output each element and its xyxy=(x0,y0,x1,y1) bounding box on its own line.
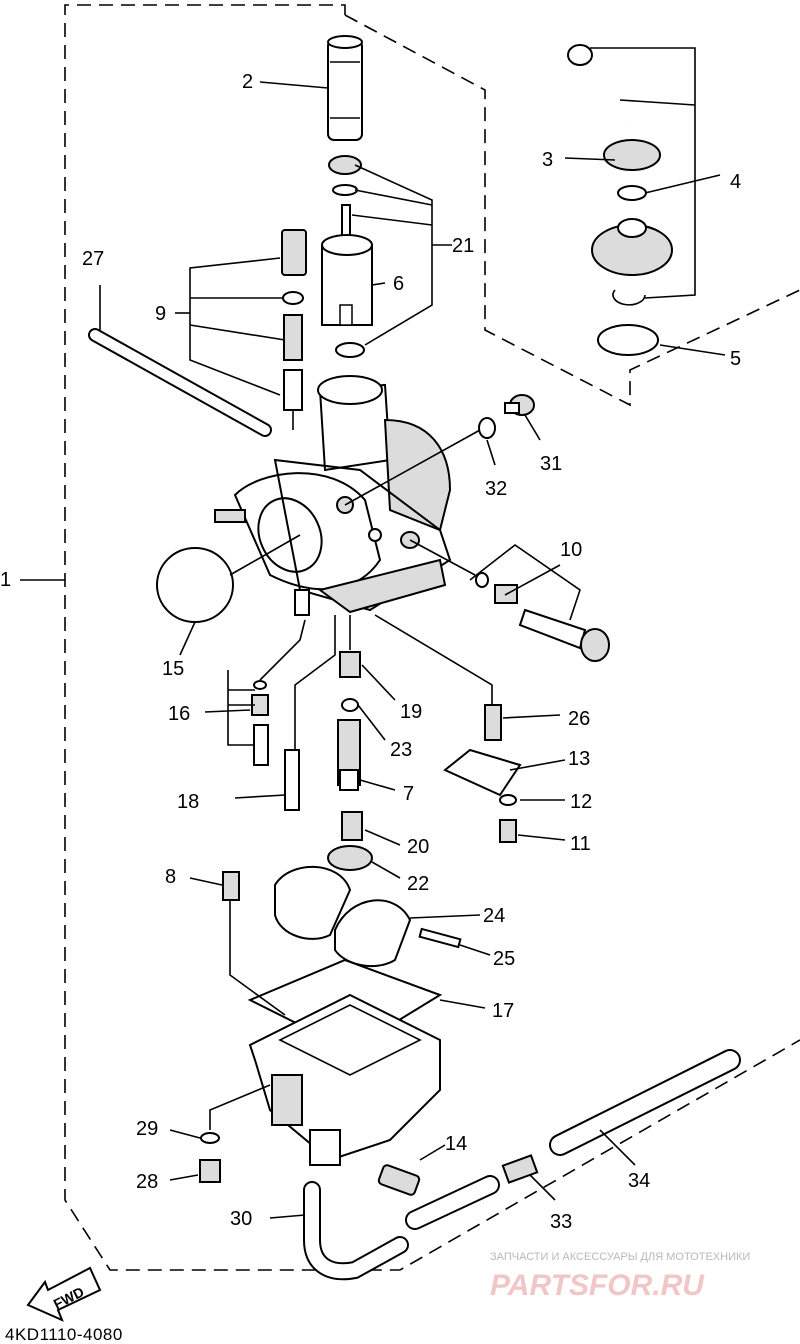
leader-lines xyxy=(20,47,726,1219)
part-15-diaphragm xyxy=(156,547,234,623)
callout-18: 18 xyxy=(177,791,199,813)
callout-10: 10 xyxy=(560,539,582,561)
callout-21: 21 xyxy=(452,235,474,257)
callout-8: 8 xyxy=(165,866,176,888)
fwd-arrow: FWD xyxy=(26,1266,102,1322)
callout-17: 17 xyxy=(492,1000,514,1022)
part-8-plug xyxy=(222,871,240,901)
callout-4: 4 xyxy=(730,171,741,193)
part-11-screw xyxy=(499,819,517,843)
part-26-fitting xyxy=(484,704,502,741)
callout-31: 31 xyxy=(540,453,562,475)
callout-5: 5 xyxy=(730,348,741,370)
callout-11: 11 xyxy=(570,833,591,855)
callout-13: 13 xyxy=(568,748,590,770)
callout-7: 7 xyxy=(403,783,414,805)
callout-28: 28 xyxy=(136,1171,158,1193)
part-12-washer xyxy=(499,794,517,806)
callout-26: 26 xyxy=(568,708,590,730)
callout-23: 23 xyxy=(390,739,412,761)
callout-32: 32 xyxy=(485,478,507,500)
callout-25: 25 xyxy=(493,948,515,970)
part-9-screw-set xyxy=(281,229,307,430)
part-18-jet xyxy=(284,749,300,811)
callout-29: 29 xyxy=(136,1118,158,1140)
part-5-gasket xyxy=(597,324,659,356)
part-27-pipe xyxy=(88,328,272,437)
part-1-carburetor-body xyxy=(214,375,452,616)
part-19-23-7-jets xyxy=(337,651,361,791)
callout-14: 14 xyxy=(445,1133,467,1155)
float-bowl xyxy=(248,993,441,1166)
callout-6: 6 xyxy=(393,273,404,295)
part-10-adjust-screw xyxy=(475,572,610,662)
callouts: 1 2 3 4 5 6 7 8 9 10 11 12 13 14 15 16 1… xyxy=(0,71,741,1233)
assembly-boundary xyxy=(344,14,800,407)
callout-30: 30 xyxy=(230,1208,252,1230)
callout-22: 22 xyxy=(407,873,429,895)
callout-24: 24 xyxy=(483,905,505,927)
part-14-screw xyxy=(377,1164,421,1196)
callout-2: 2 xyxy=(242,71,253,93)
part-13-gasket xyxy=(443,748,522,797)
callout-33: 33 xyxy=(550,1211,572,1233)
part-20-jet xyxy=(341,811,363,841)
callout-19: 19 xyxy=(400,701,422,723)
watermark-tagline: ЗАПЧАСТИ И АКСЕССУАРЫ ДЛЯ МОТОТЕХНИКИ xyxy=(490,1251,750,1263)
callout-12: 12 xyxy=(570,791,592,813)
part-16-jet-set xyxy=(251,680,269,766)
callout-16: 16 xyxy=(168,703,190,725)
callout-1: 1 xyxy=(0,569,11,591)
part-6-throttle-slide xyxy=(321,234,373,358)
callout-3: 3 xyxy=(542,149,553,171)
part-2-boot xyxy=(327,35,363,141)
callout-27: 27 xyxy=(82,248,104,270)
callout-9: 9 xyxy=(155,303,166,325)
part-33-fitting xyxy=(501,1154,539,1184)
part-21-cap xyxy=(328,155,362,246)
part-31-screw xyxy=(504,394,535,416)
part-24-floats xyxy=(274,865,412,968)
part-22-washer xyxy=(327,845,373,871)
part-34-pipe xyxy=(549,1049,741,1156)
part-29-washer xyxy=(200,1132,220,1144)
drawing-code: 4KD1110-4080 xyxy=(5,1325,123,1344)
watermark-brand: PARTSFOR.RU xyxy=(490,1269,705,1302)
assembly-boundary-left xyxy=(64,4,800,1271)
part-25-pin xyxy=(418,927,462,949)
callout-15: 15 xyxy=(162,658,184,680)
part-32-washer xyxy=(478,417,496,439)
part-4-fuel-fitting xyxy=(567,44,673,306)
drain-pipe xyxy=(405,1175,500,1230)
callout-20: 20 xyxy=(407,836,429,858)
callout-34: 34 xyxy=(628,1170,650,1192)
part-28-drain-screw xyxy=(199,1159,221,1183)
